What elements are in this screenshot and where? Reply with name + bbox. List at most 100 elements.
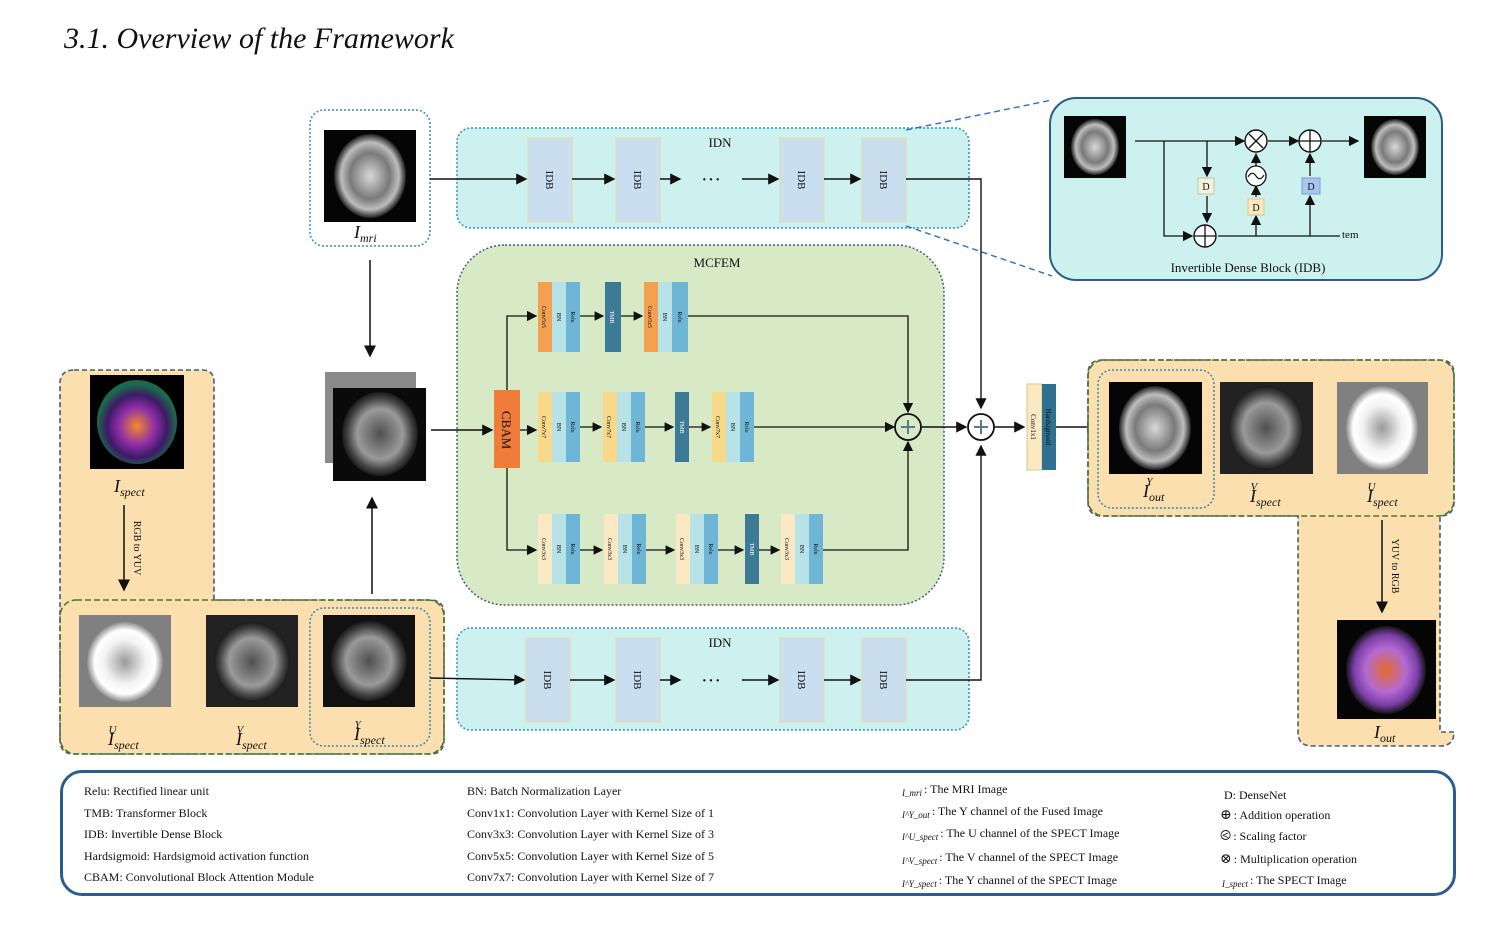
conv7x7-label: Conv7x7 [605, 416, 611, 438]
tmb-label: TMB [608, 310, 614, 323]
relu-label: Relu [569, 311, 575, 322]
multiply-icon: ⊗ [1220, 852, 1232, 867]
idb-label: IDB [631, 171, 643, 190]
spect-label: Ispect [113, 476, 145, 499]
legend-item: Relu: Rectified linear unit [84, 784, 209, 798]
conv5x5-label: Conv5x5 [540, 306, 546, 328]
out-y-label: IoutY [1142, 476, 1165, 504]
relu-label: Relu [743, 421, 749, 432]
yuv-to-rgb-label: YUV to RGB [1389, 539, 1400, 594]
idn-top-blocks [527, 137, 907, 223]
bn-label: BN [693, 545, 699, 554]
legend-item: I_mri: The MRI Image [902, 782, 1008, 798]
bn-label: BN [661, 313, 667, 322]
legend-item: D: DenseNet [1224, 788, 1287, 802]
d-label: D [1252, 203, 1259, 214]
cbam-block [494, 390, 520, 468]
conv3x3-label: Conv3x3 [678, 538, 684, 560]
idb-label: IDB [543, 171, 555, 190]
legend-item: ⧀: Scaling factor [1220, 829, 1307, 844]
conv7x7-label: Conv7x7 [540, 416, 546, 438]
idb-densenet-mid [1247, 198, 1265, 216]
legend-item: TMB: Transformer Block [84, 806, 208, 820]
legend-item: CBAM: Convolutional Block Attention Modu… [84, 870, 315, 884]
legend-item: I^Y_spect: The Y channel of the SPECT Im… [902, 873, 1118, 889]
mcfem-title: MCFEM [694, 255, 741, 270]
tmb-label: TMB [748, 542, 754, 555]
add-icon: ⊕ [1220, 808, 1232, 823]
bn-label: BN [729, 423, 735, 432]
idb-detail-panel [1049, 97, 1443, 281]
idn-top-panel [456, 127, 970, 229]
conv1x1-label: Conv1x1 [1029, 414, 1037, 440]
legend-item: I^V_spect: The V channel of the SPECT Im… [902, 850, 1119, 866]
cbam-label: CBAM [499, 411, 514, 450]
section-heading: 3.1. Overview of the Framework [64, 22, 454, 55]
bn-label: BN [555, 545, 561, 554]
relu-label: Relu [707, 543, 713, 554]
idb-densenet-right [1301, 177, 1321, 195]
spect-y-label: IspectY [353, 719, 385, 747]
relu-label: Relu [569, 543, 575, 554]
bn-label: BN [620, 423, 626, 432]
branch-3x3 [538, 514, 823, 584]
relu-label: Relu [812, 543, 818, 554]
mri-label: Imri [353, 222, 377, 245]
conv5x5-label: Conv5x5 [646, 306, 652, 328]
branch-5x5 [538, 282, 688, 352]
idn-bottom-title: IDN [708, 635, 732, 650]
rgb-to-yuv-label: RGB to YUV [131, 521, 142, 576]
conv3x3-label: Conv3x3 [540, 538, 546, 560]
relu-label: Relu [569, 421, 575, 432]
ellipsis: ··· [701, 670, 721, 692]
tem-label: tem [1342, 229, 1359, 241]
d-label: D [1202, 182, 1209, 193]
conv3x3-label: Conv3x3 [783, 538, 789, 560]
idb-panel-title: Invertible Dense Block (IDB) [1171, 260, 1326, 275]
out-u-label: IspectU [1366, 481, 1398, 509]
ellipsis: ··· [701, 169, 721, 191]
tmb-label: TMB [678, 420, 684, 433]
out-v-label: IspectV [1249, 481, 1281, 509]
legend-item: I_spect: The SPECT Image [1222, 873, 1347, 889]
relu-label: Relu [634, 421, 640, 432]
idb-label: IDB [877, 171, 889, 190]
legend-item: ⊗: Multiplication operation [1220, 852, 1358, 867]
idb-label: IDB [795, 171, 807, 190]
bn-label: BN [621, 545, 627, 554]
legend-item: Conv3x3: Convolution Layer with Kernel S… [467, 827, 714, 841]
legend-item: I^Y_out: The Y channel of the Fused Imag… [902, 804, 1103, 820]
spect-y-frame [309, 607, 431, 747]
bn-label: BN [798, 545, 804, 554]
legend-item: Conv5x5: Convolution Layer with Kernel S… [467, 849, 714, 863]
fused-output-label: Iout [1373, 722, 1396, 745]
scaling-icon: ⧀ [1220, 829, 1232, 844]
spect-u-label: IspectU [107, 724, 139, 752]
conv7x7-label: Conv7x7 [714, 416, 720, 438]
spect-yuv-panel [59, 599, 445, 755]
branch-7x7 [538, 392, 754, 462]
idn-top-title: IDN [708, 135, 732, 150]
relu-label: Relu [676, 311, 682, 322]
d-label: D [1307, 182, 1314, 193]
legend-item: I^U_spect: The U channel of the SPECT Im… [902, 826, 1120, 842]
idb-label: IDB [541, 671, 553, 690]
out-y-frame [1097, 369, 1215, 509]
legend-item: Conv7x7: Convolution Layer with Kernel S… [467, 870, 714, 884]
legend-item: Hardsigmoid: Hardsigmoid activation func… [84, 849, 309, 863]
conv3x3-label: Conv3x3 [606, 538, 612, 560]
idb-label: IDB [877, 671, 889, 690]
spect-v-label: IspectV [235, 724, 267, 752]
legend-item: BN: Batch Normalization Layer [467, 784, 622, 798]
relu-label: Relu [635, 543, 641, 554]
bn-label: BN [555, 313, 561, 322]
hardsigmoid-block [1042, 384, 1056, 470]
idb-densenet-left [1197, 177, 1215, 195]
hardsigmoid-label: Hardsigmoid [1044, 409, 1052, 446]
legend-panel [60, 770, 1456, 896]
idb-label: IDB [631, 671, 643, 690]
idb-label: IDB [795, 671, 807, 690]
legend-item: IDB: Invertible Dense Block [84, 827, 223, 841]
legend-item: ⊕: Addition operation [1220, 808, 1331, 823]
